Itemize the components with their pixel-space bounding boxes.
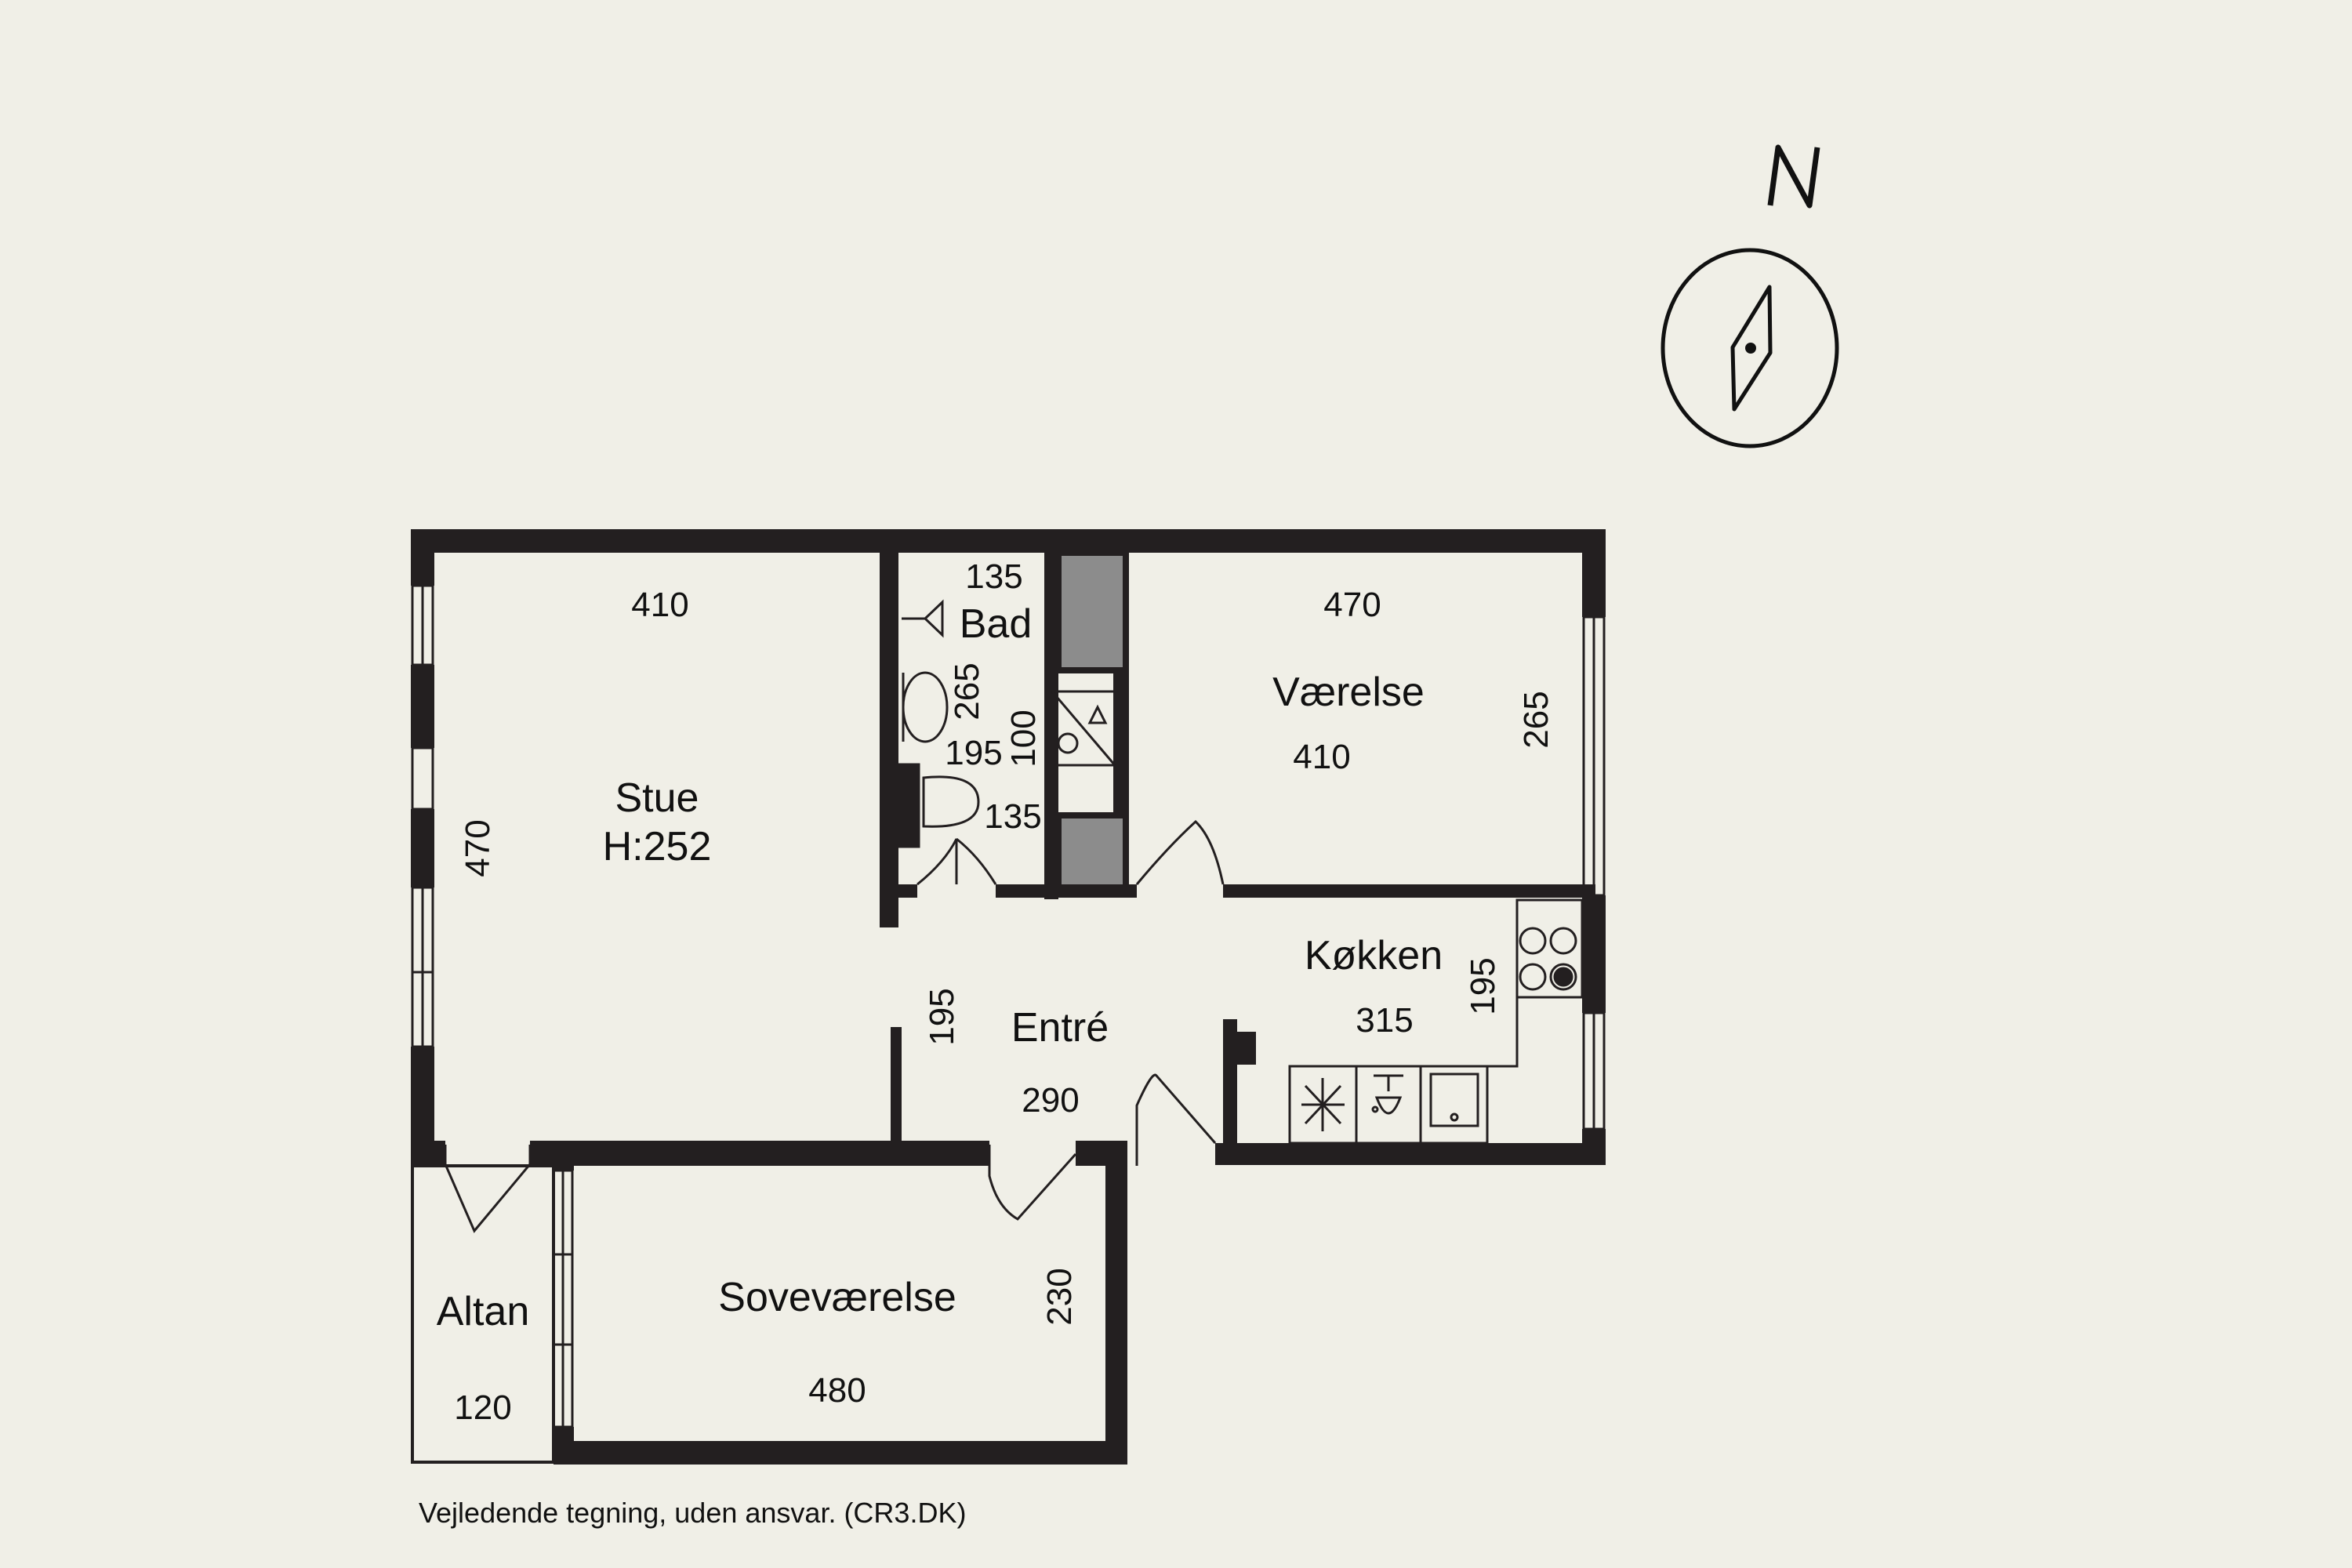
north-letter	[1767, 144, 1820, 209]
door-vaerelse	[1135, 819, 1225, 885]
dim-stue-width: 410	[631, 586, 688, 624]
room-name-vaerelse: Værelse	[1272, 670, 1425, 715]
burner-icon	[1519, 963, 1547, 991]
kitchen-fixtures	[1288, 898, 1584, 1145]
room-name-sovevaerelse: Soveværelse	[718, 1275, 956, 1320]
door-entre	[1135, 1073, 1217, 1166]
door-altan	[444, 1145, 532, 1233]
window	[411, 746, 434, 811]
dim-vaerelse-width: 410	[1293, 738, 1350, 776]
compass-center-dot	[1745, 343, 1756, 354]
dim-bad-5: 135	[984, 797, 1041, 836]
room-name-altan: Altan	[437, 1289, 530, 1334]
dim-kokken-width: 315	[1356, 1001, 1413, 1040]
disclaimer-text: Vejledende tegning, uden ansvar. (CR3.DK…	[419, 1497, 966, 1529]
dim-bad-2: 265	[948, 662, 986, 720]
burner-icon	[1519, 927, 1547, 955]
room-name-entre: Entré	[1011, 1005, 1109, 1051]
fan-icon	[1301, 1078, 1345, 1131]
dim-sovevaerelse-width: 480	[808, 1371, 866, 1410]
walls	[411, 529, 1606, 1465]
room-name-bad: Bad	[960, 601, 1033, 647]
compass-needle-icon	[1730, 285, 1773, 412]
sink-box	[1051, 690, 1116, 767]
windows	[411, 584, 1606, 1428]
dim-bad-3: 195	[945, 734, 1002, 772]
dim-stue-depth: 470	[459, 819, 497, 877]
dim-sovevaerelse-depth: 230	[1040, 1268, 1079, 1325]
doors	[444, 819, 1225, 1233]
burner-icon	[1549, 927, 1577, 955]
bath-fixtures	[897, 599, 1116, 848]
toilet-icon	[922, 775, 980, 828]
room-height-stue: H:252	[603, 824, 712, 869]
door-bad	[916, 838, 958, 886]
toilet-tank	[897, 763, 920, 848]
dishwasher-icon	[1374, 1074, 1403, 1115]
compass-ring	[1661, 248, 1839, 448]
door-sovevaerelse	[988, 1145, 1077, 1221]
shower-head-icon	[902, 599, 944, 638]
dim-kokken-depth: 195	[1464, 957, 1502, 1014]
dim-entre-width: 290	[1022, 1081, 1079, 1120]
compass	[1661, 144, 1839, 448]
sink-drain-icon	[1057, 732, 1079, 754]
dim-altan-width: 120	[454, 1388, 511, 1427]
counter-edge	[1288, 996, 1582, 1143]
room-name-kokken: Køkken	[1305, 933, 1443, 978]
dim-bad-1: 135	[965, 557, 1022, 596]
sink-icon	[1429, 1073, 1479, 1127]
dim-vaerelse-depth: 265	[1517, 691, 1555, 748]
dim-vaerelse-top: 470	[1323, 586, 1381, 624]
room-name-stue: Stue	[615, 775, 699, 821]
burner-icon	[1549, 963, 1577, 991]
dim-bad-4: 100	[1004, 710, 1043, 767]
counter-unit-3	[1419, 1065, 1489, 1145]
bathtub-icon	[902, 671, 949, 743]
room-labels: Stue H:252 410 470 Bad 135 265 195 100 1…	[437, 557, 1555, 1427]
shafts	[1055, 550, 1129, 891]
dim-entre-depth: 195	[923, 988, 961, 1045]
